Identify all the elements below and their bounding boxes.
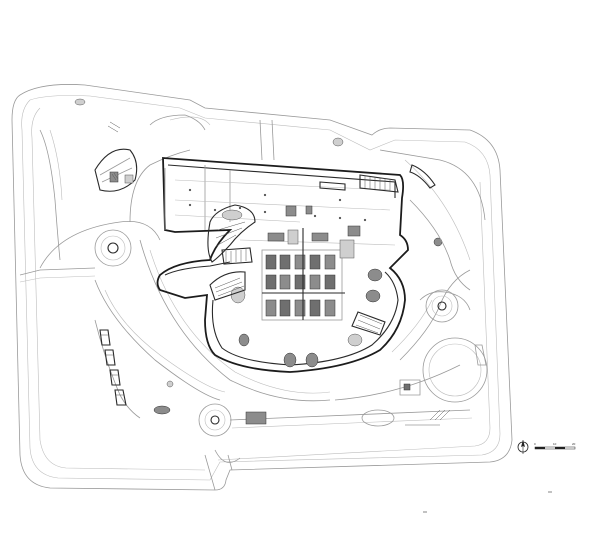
roundabout-east: [425, 289, 459, 323]
round-pods: [230, 268, 383, 368]
atrium-wedge: [207, 204, 256, 263]
north-arrow-icon: [517, 440, 529, 454]
roundabout-south: [198, 403, 232, 437]
scale-label-20: 20: [572, 442, 576, 446]
roundabout-west: [94, 229, 132, 267]
plaza-circle-southeast: [361, 337, 488, 427]
stairs: [209, 247, 386, 336]
scale-bar: 0 10 20: [534, 442, 576, 450]
main-building: [156, 157, 409, 373]
ring-roads: [19, 114, 486, 429]
pavilion-northwest: [94, 148, 138, 192]
service-core-grid: [261, 228, 355, 321]
scale-label-10: 10: [553, 442, 557, 446]
drawing-marks: [423, 491, 552, 513]
column-grid: [188, 188, 367, 222]
landscape: [39, 98, 487, 426]
site-boundary: [11, 84, 513, 491]
scale-label-0: 0: [534, 442, 536, 446]
